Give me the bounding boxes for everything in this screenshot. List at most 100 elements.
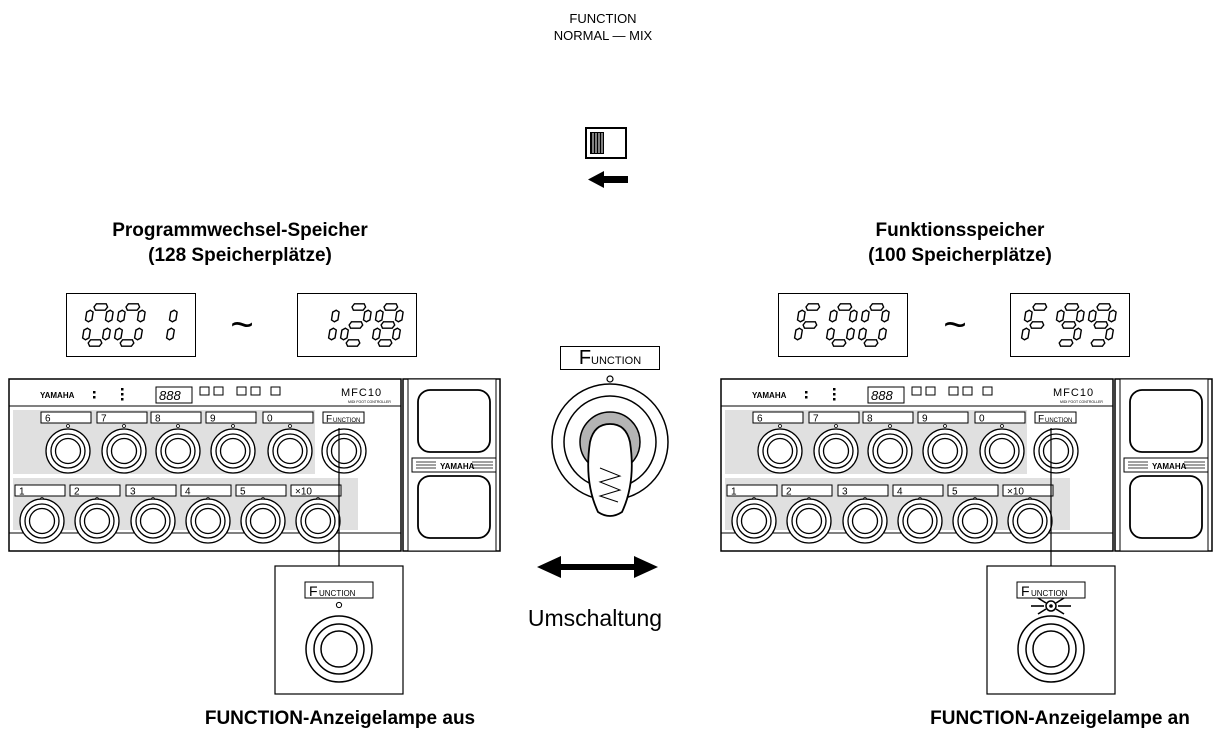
seg-f [828,309,838,323]
right-caption: FUNCTION-Anzeigelampe an [930,708,1190,729]
seg-a [869,303,885,311]
seg-e [1020,327,1031,341]
top-key-label-8-frame [150,411,202,424]
led-lit-icon [1031,597,1071,615]
bottom-key-label-0-frame [726,484,778,497]
right-title: Funktionsspeicher (100 Speicherplätze) [780,218,1140,268]
bottom-key-label-2-frame [125,484,177,497]
model-logo: MFC10 [341,387,382,399]
seg-c [101,327,112,341]
seg-d [87,339,103,347]
seg-b [394,309,404,323]
seg-a [805,303,821,311]
left-caption: FUNCTION-Anzeigelampe aus [204,708,476,729]
function-key-frame [322,411,365,424]
seg-e [339,327,350,341]
left-display-to [297,293,417,357]
seg-d [831,339,847,347]
bottom-key-label-4: 5 [240,487,246,498]
bottom-key-label-3: 4 [897,487,903,498]
toggle-switch[interactable] [540,372,680,532]
seg-c [1104,327,1115,341]
seg-f [84,309,94,323]
top-key-label-6: 6 [45,414,51,425]
expression-pedal: YAMAHA [1114,378,1213,552]
left-title: Programmwechsel-Speicher (128 Speicherpl… [60,218,420,268]
bottom-key-label-5: ×10 [1007,487,1024,498]
bottom-key-label-4-frame [947,484,999,497]
seg-a [125,303,141,311]
seg-d [119,339,135,347]
seg-f [860,309,870,323]
seg-e [857,327,868,341]
model-logo: MFC10 [1053,387,1094,399]
seg-d [377,339,393,347]
left-title-line1: Programmwechsel-Speicher [112,220,368,241]
function-key-label-rest: UNCTION [333,418,360,424]
bottom-key-label-3: 4 [185,487,191,498]
top-key-label-7: 7 [813,414,819,425]
seg-e [81,327,92,341]
seg-b [136,309,146,323]
seg-c [391,327,402,341]
seg-f [1023,309,1033,323]
top-key-label-0-frame [262,411,314,424]
seg-d [863,339,879,347]
seg-d [1058,339,1074,347]
switch-label-line2: NORMAL — MIX [553,28,653,43]
mini-display-readout: 888 [159,388,181,403]
seg-f [1087,309,1097,323]
top-key-label-8-frame [862,411,914,424]
seg-e [113,327,124,341]
function-key-label: F [326,414,332,425]
seg-b [848,309,858,323]
bottom-key-label-0: 1 [731,487,737,498]
seg-e [793,327,804,341]
zoom-function-label-rest: UNCTION [1031,589,1068,598]
seg-a [351,303,367,311]
mode-slide-switch [585,127,628,188]
arrow-left-icon [588,171,628,188]
seg-b [880,309,890,323]
seg-f [796,309,806,323]
right-display-to [1010,293,1130,357]
top-key-label-0: 0 [979,414,985,425]
bottom-key-label-1: 2 [786,487,792,498]
bottom-key-label-2: 3 [130,487,136,498]
seg-c [877,327,888,341]
center-function-label: FUNCTION [560,346,660,370]
right-tilde: ~ [943,303,967,347]
pedal-brand-logo: YAMAHA [1152,462,1187,471]
top-key-label-6-frame [40,411,92,424]
seven-segment-digits [1020,303,1117,347]
top-key-label-7: 7 [101,414,107,425]
function-key-frame [1034,411,1077,424]
led-off-icon [335,601,343,609]
top-key-label-8: 8 [867,414,873,425]
left-title-line2: (128 Speicherplätze) [148,245,332,266]
seg-f [116,309,126,323]
bottom-key-label-5-frame [1002,484,1054,497]
seg-g [348,321,364,329]
seg-f [1055,309,1065,323]
pedal-brand-logo: YAMAHA [440,462,475,471]
top-key-label-6: 6 [757,414,763,425]
seg-f [374,309,384,323]
function-key-label-rest: UNCTION [1045,418,1072,424]
toggle-lever-icon [587,423,633,517]
right-title-line1: Funktionsspeicher [875,220,1045,241]
seg-e [371,327,382,341]
seven-segment-digits [327,303,404,347]
seg-c [1072,327,1083,341]
right-title-line2: (100 Speicherplätze) [868,245,1052,266]
seg-d [1090,339,1106,347]
zoom-function-label: F [309,583,318,599]
switch-label-line1: FUNCTION [569,11,637,26]
bottom-key-label-4-frame [235,484,287,497]
seg-g [1093,321,1109,329]
function-key-label: F [1038,414,1044,425]
